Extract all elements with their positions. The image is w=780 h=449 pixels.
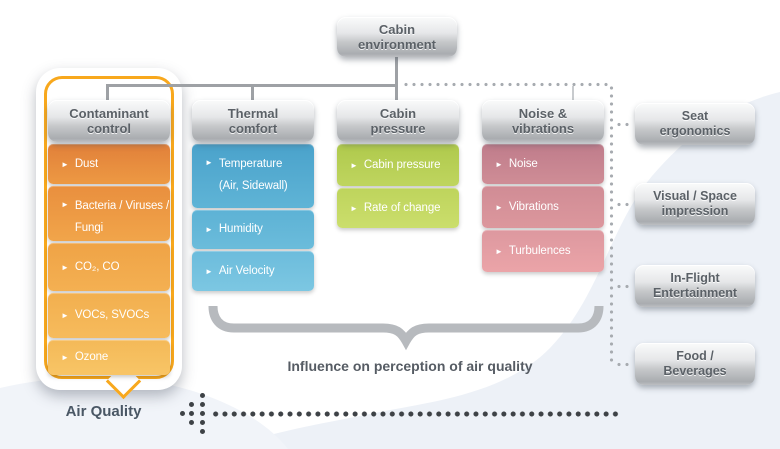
node-in-flight-entertainment: In-Flight Entertainment: [635, 265, 755, 307]
item-label: Humidity: [218, 223, 263, 236]
column-header-noise-vibrations: Noise & vibrations: [482, 100, 604, 142]
item-label: Temperature (Air, Sidewall): [218, 158, 288, 193]
dotted-stub-seat: [615, 122, 631, 127]
dotted-arrow-line: [211, 411, 622, 417]
item-vocs-svocs: ► VOCs, SVOCs: [48, 293, 170, 338]
column-title: Thermal comfort: [227, 105, 279, 136]
connector-stub-contaminant: [106, 84, 109, 101]
item-label: Ozone: [74, 351, 109, 364]
dotted-line-top: [402, 82, 612, 87]
column-thermal-comfort: Thermal comfort ► Temperature (Air, Side…: [192, 100, 314, 291]
triangle-bullet-icon: ►: [61, 353, 69, 362]
node-seat-ergonomics: Seat ergonomics: [635, 103, 755, 145]
item-ozone: ► Ozone: [48, 340, 170, 375]
column-header-thermal-comfort: Thermal comfort: [192, 100, 314, 142]
triangle-bullet-icon: ►: [495, 246, 503, 256]
triangle-bullet-icon: ►: [495, 202, 503, 212]
dotted-stub-entertainment: [615, 284, 631, 289]
column-noise-vibrations: Noise & vibrations ► Noise ► Vibrations …: [482, 100, 604, 272]
connector-stub-noise: [572, 86, 574, 101]
dotted-stub-visual: [615, 202, 631, 207]
triangle-bullet-icon: ►: [205, 266, 213, 276]
item-temperature: ► Temperature (Air, Sidewall): [192, 144, 314, 208]
item-label: Rate of change: [363, 201, 441, 214]
dotted-stub-food: [615, 362, 631, 367]
node-label: Food / Beverages: [663, 349, 727, 378]
triangle-bullet-icon: ►: [350, 203, 358, 213]
brace-caption: Influence on perception of air quality: [287, 358, 533, 374]
item-turbulences: ► Turbulences: [482, 230, 604, 272]
item-label: Vibrations: [508, 200, 559, 213]
column-header-contaminant-control: Contaminant control: [48, 100, 170, 142]
triangle-bullet-icon: ►: [205, 158, 213, 167]
triangle-bullet-icon: ►: [205, 225, 213, 234]
triangle-bullet-icon: ►: [61, 200, 69, 209]
item-dust: ► Dust: [48, 144, 170, 184]
item-label: CO₂, CO: [74, 260, 120, 273]
node-label: In-Flight Entertainment: [652, 271, 738, 300]
column-title: Cabin pressure: [370, 105, 426, 136]
triangle-bullet-icon: ►: [350, 160, 358, 170]
air-quality-label: Air Quality: [65, 403, 142, 420]
item-label: VOCs, SVOCs: [74, 309, 150, 322]
item-rate-of-change: ► Rate of change: [337, 188, 459, 228]
item-label: Turbulences: [508, 244, 571, 257]
dotted-line-right: [609, 84, 614, 364]
item-label: Air Velocity: [218, 264, 275, 277]
item-co2-co: ► CO₂, CO: [48, 243, 170, 291]
column-title: Contaminant control: [69, 105, 149, 136]
triangle-bullet-icon: ►: [61, 262, 69, 272]
item-label: Dust: [74, 157, 99, 170]
item-humidity: ► Humidity: [192, 210, 314, 249]
item-noise: ► Noise: [482, 144, 604, 184]
item-bacteria-viruses-fungi: ► Bacteria / Viruses / Fungi: [48, 186, 170, 241]
connector-stub-thermal: [251, 84, 254, 101]
node-food-beverages: Food / Beverages: [635, 343, 755, 385]
item-air-velocity: ► Air Velocity: [192, 251, 314, 291]
node-label: Seat ergonomics: [659, 109, 731, 138]
column-title: Noise & vibrations: [511, 105, 575, 136]
node-visual-space-impression: Visual / Space impression: [635, 183, 755, 225]
node-label: Visual / Space impression: [653, 189, 737, 218]
triangle-bullet-icon: ►: [495, 159, 503, 169]
item-label: Cabin pressure: [363, 158, 441, 171]
column-cabin-pressure: Cabin pressure ► Cabin pressure ► Rate o…: [337, 100, 459, 228]
triangle-bullet-icon: ►: [61, 311, 69, 320]
column-contaminant-control: Contaminant control ► Dust ► Bacteria / …: [48, 100, 170, 375]
item-label: Noise: [508, 157, 538, 170]
item-vibrations: ► Vibrations: [482, 186, 604, 228]
item-label: Bacteria / Viruses / Fungi: [74, 200, 170, 235]
connector-vertical-root: [395, 57, 398, 102]
node-cabin-environment-label: Cabin environment: [357, 21, 436, 52]
node-cabin-environment: Cabin environment: [337, 17, 457, 57]
item-cabin-pressure: ► Cabin pressure: [337, 144, 459, 186]
triangle-bullet-icon: ►: [61, 159, 69, 169]
column-header-cabin-pressure: Cabin pressure: [337, 100, 459, 142]
